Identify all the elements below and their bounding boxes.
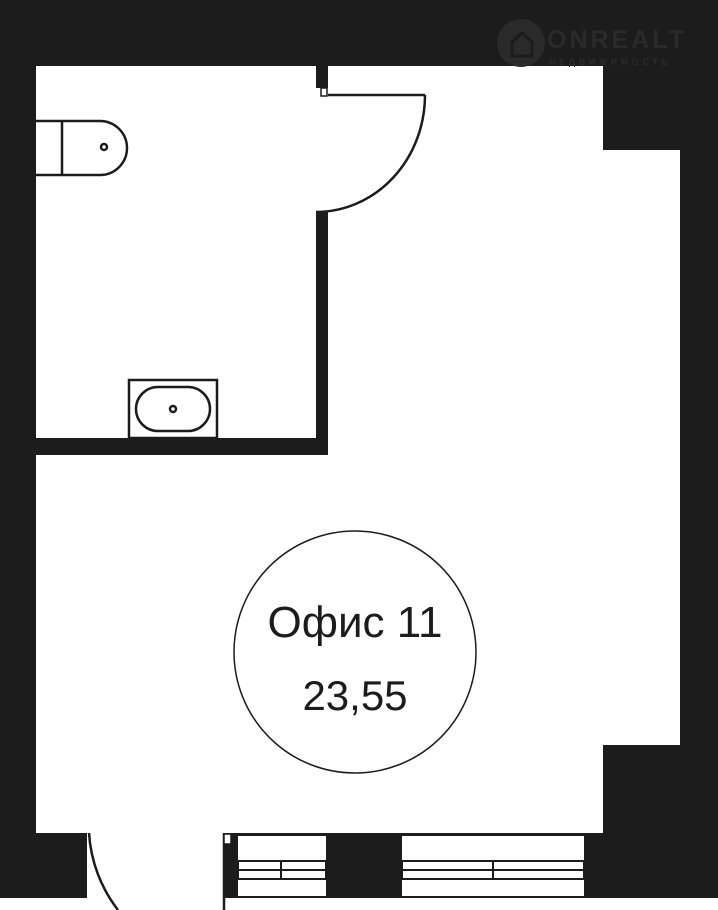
toilet-icon (36, 119, 129, 177)
partition-wall-top (316, 66, 328, 88)
window-right (400, 834, 586, 898)
house-logo-icon (497, 19, 545, 67)
logo-name: ONREALT (547, 26, 687, 54)
room-name: Офис 11 (267, 598, 443, 647)
logo-tagline: НЕДВИЖИМОСТЬ (549, 57, 672, 67)
partition-wall-vertical (316, 212, 328, 455)
room-label-circle (233, 530, 477, 774)
bathroom-door (315, 93, 427, 214)
onrealt-logo (497, 19, 545, 67)
window-left (236, 834, 328, 898)
sink-icon (127, 378, 219, 440)
room-floor (36, 66, 680, 833)
room-area: 23,55 (302, 672, 408, 719)
partition-wall-horizontal (36, 438, 328, 455)
entrance-door (87, 832, 119, 910)
